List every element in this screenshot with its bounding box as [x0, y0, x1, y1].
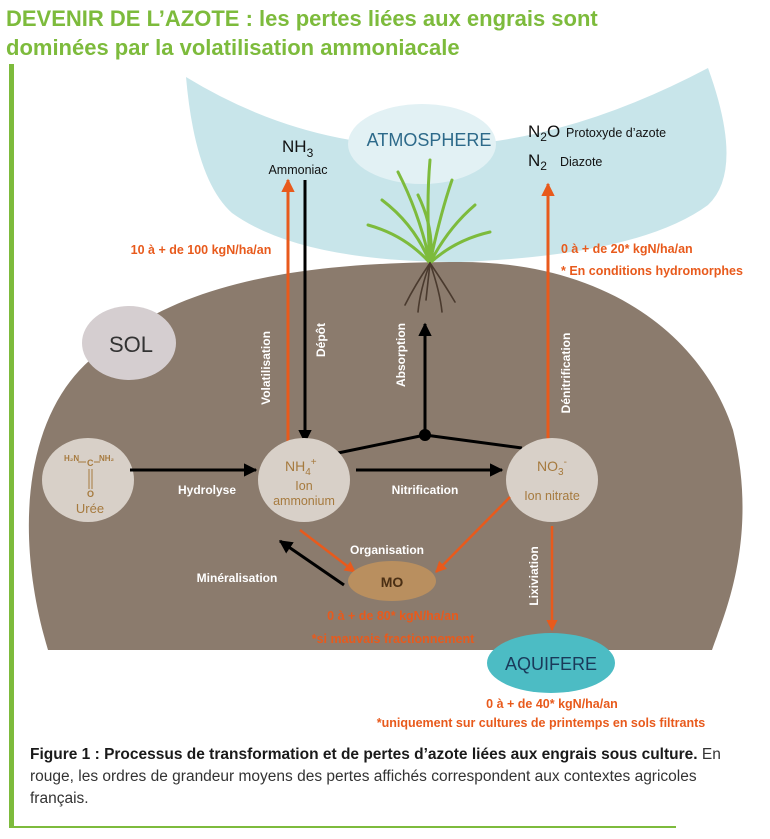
nh3-formula: NH3 [282, 137, 314, 160]
left-accent-bar [9, 64, 14, 828]
soil-bubble [82, 306, 176, 380]
mineralisation-label: Minéralisation [197, 571, 278, 585]
organisation-arrow-nh4 [299, 529, 356, 573]
lixiviation-loss: 0 à + de 40* kgN/ha/an [486, 697, 618, 711]
no3-name: Ion nitrate [524, 489, 580, 503]
plant-icon [366, 158, 492, 313]
absorption-branch-no3 [424, 433, 523, 450]
lixiviation-label: Lixiviation [527, 546, 541, 605]
no3-formula: NO3- [537, 457, 567, 478]
page-title: DEVENIR DE L’AZOTE : les pertes liées au… [6, 4, 766, 62]
svg-text:H₂N: H₂N [64, 454, 79, 463]
absorption-label: Absorption [394, 323, 408, 387]
nh4-formula: NH4+ [285, 457, 317, 478]
svg-text:NH₂: NH₂ [99, 454, 115, 463]
volatilisation-label: Volatilisation [259, 331, 273, 405]
nitrification-label: Nitrification [392, 483, 459, 497]
title-line-2: dominées par la volatilisation ammoniaca… [6, 35, 460, 60]
soil-label: SOL [109, 332, 153, 357]
denitrification-loss: 0 à + de 20* kgN/ha/an [561, 242, 693, 256]
absorption-branch-nh4 [337, 433, 426, 455]
atmosphere-label: ATMOSPHERE [367, 130, 492, 150]
nh4-node [258, 438, 350, 522]
nh4-name-line2: ammonium [273, 494, 335, 508]
nh4-name-line1: Ion [295, 479, 312, 493]
uree-bonds [78, 461, 100, 489]
organisation-arrow-no3 [435, 496, 511, 573]
n2o-formula: N2O [528, 122, 560, 144]
aquifer-label: AQUIFERE [505, 654, 597, 674]
depot-label: Dépôt [314, 323, 328, 357]
no3-node [506, 438, 598, 522]
lixiviation-note: *uniquement sur cultures de printemps en… [377, 716, 706, 730]
caption-bold: Figure 1 : Processus de transformation e… [30, 746, 698, 763]
mo-node [348, 561, 436, 601]
denitrification-label: Dénitrification [559, 333, 573, 414]
svg-text:C: C [87, 458, 94, 468]
caption-text: En rouge, les ordres de grandeur moyens … [30, 746, 721, 807]
absorption-junction [419, 429, 431, 441]
atmosphere-bubble [348, 104, 496, 184]
organisation-note: *si mauvais fractionnement [312, 632, 475, 646]
soil-zone [28, 262, 743, 650]
n2o-name: Protoxyde d’azote [566, 126, 666, 140]
uree-name: Urée [76, 501, 104, 516]
mo-name: MO [381, 574, 404, 590]
hydrolyse-label: Hydrolyse [178, 483, 236, 497]
n2-formula: N2 [528, 151, 547, 173]
n2-name: Diazote [560, 155, 602, 169]
aquifer-zone [487, 633, 615, 693]
nh3-name: Ammoniac [268, 163, 327, 177]
denitrification-note: * En conditions hydromorphes [561, 264, 743, 278]
mineralisation-arrow [278, 539, 345, 587]
uree-node [42, 438, 134, 522]
organisation-label: Organisation [350, 543, 424, 557]
uree-formula: H₂N NH₂ C O [64, 454, 115, 499]
volatilisation-loss: 10 à + de 100 kgN/ha/an [131, 243, 272, 257]
svg-text:O: O [87, 489, 94, 499]
figure-caption: Figure 1 : Processus de transformation e… [30, 744, 730, 810]
bottom-accent-bar [9, 826, 676, 828]
title-line-1: DEVENIR DE L’AZOTE : les pertes liées au… [6, 6, 598, 31]
organisation-loss: 0 à + de 80* kgN/ha/an [327, 609, 459, 623]
